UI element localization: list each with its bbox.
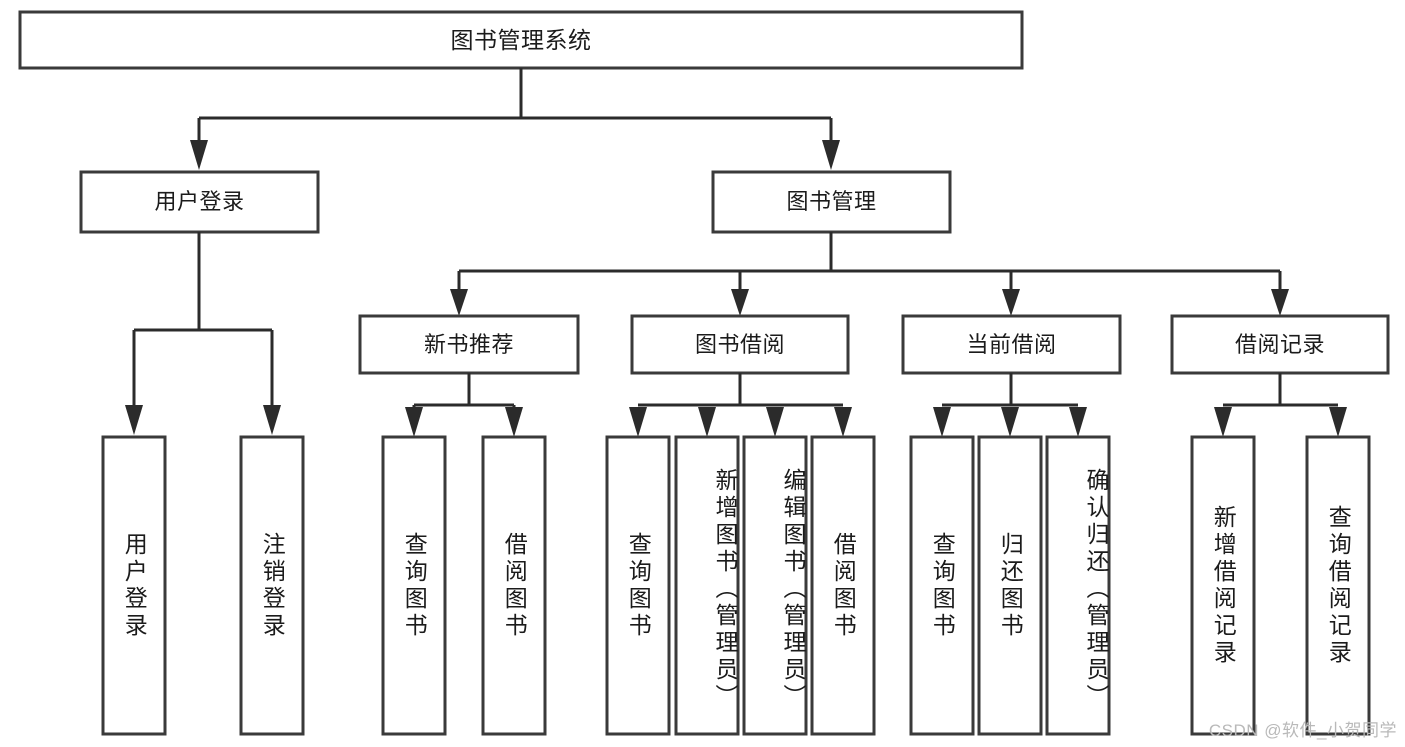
arrow-user-login bbox=[190, 140, 208, 170]
arrow-leaf-current-borrow-1 bbox=[933, 407, 951, 437]
watermark-text: CSDN @软件_小贺同学 bbox=[1208, 721, 1397, 740]
leaf-current-borrow-1[interactable] bbox=[909, 435, 975, 736]
arrow-leaf-current-borrow-2 bbox=[1001, 407, 1019, 437]
arrow-leaf-new-book-1 bbox=[405, 407, 423, 437]
arrow-leaf-current-borrow-3 bbox=[1069, 407, 1087, 437]
arrow-new-book bbox=[450, 289, 468, 316]
leaf-new-book-1[interactable] bbox=[381, 435, 447, 736]
arrow-leaf-book-borrow-4 bbox=[834, 407, 852, 437]
arrow-borrow-record bbox=[1271, 289, 1289, 316]
arrow-leaf-book-borrow-3 bbox=[766, 407, 784, 437]
node-user-login[interactable] bbox=[79, 170, 320, 234]
arrow-book-borrow bbox=[731, 289, 749, 316]
leaf-book-borrow-3[interactable] bbox=[742, 435, 808, 736]
leaf-user-login-2[interactable] bbox=[239, 435, 305, 736]
node-new-book[interactable] bbox=[358, 314, 580, 375]
leaf-borrow-record-1[interactable] bbox=[1190, 435, 1256, 736]
arrow-leaf-borrow-record-2 bbox=[1329, 407, 1347, 437]
arrow-leaf-user-login-2 bbox=[263, 405, 281, 435]
leaf-borrow-record-2[interactable] bbox=[1305, 435, 1371, 736]
node-book-manage[interactable] bbox=[711, 170, 952, 234]
leaf-current-borrow-2[interactable] bbox=[977, 435, 1043, 736]
arrow-leaf-book-borrow-2 bbox=[698, 407, 716, 437]
leaf-book-borrow-1[interactable] bbox=[605, 435, 671, 736]
node-current-borrow[interactable] bbox=[901, 314, 1122, 375]
arrow-leaf-book-borrow-1 bbox=[629, 407, 647, 437]
node-root[interactable] bbox=[18, 10, 1024, 70]
arrow-leaf-user-login-1 bbox=[125, 405, 143, 435]
arrow-book-manage bbox=[822, 140, 840, 170]
leaf-book-borrow-2[interactable] bbox=[674, 435, 740, 736]
arrow-leaf-borrow-record-1 bbox=[1214, 407, 1232, 437]
node-book-borrow[interactable] bbox=[630, 314, 850, 375]
node-borrow-record[interactable] bbox=[1170, 314, 1390, 375]
leaf-book-borrow-4[interactable] bbox=[810, 435, 876, 736]
arrow-leaf-new-book-2 bbox=[505, 407, 523, 437]
leaf-user-login-1[interactable] bbox=[101, 435, 167, 736]
leaf-new-book-2[interactable] bbox=[481, 435, 547, 736]
leaf-current-borrow-3[interactable] bbox=[1045, 435, 1111, 736]
arrow-current-borrow bbox=[1002, 289, 1020, 316]
